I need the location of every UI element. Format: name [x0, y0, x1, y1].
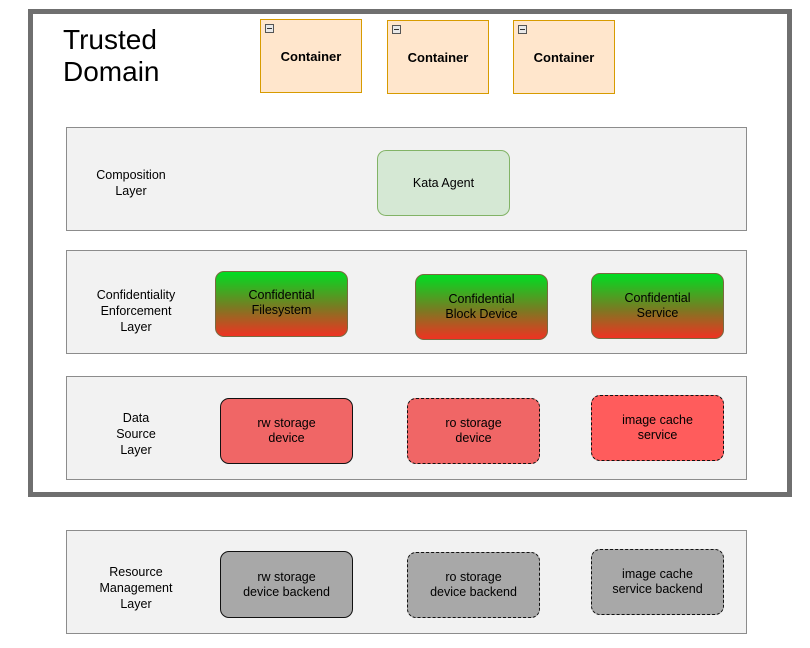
data-source-layer-label: Data Source Layer: [116, 411, 156, 457]
resource-management-layer-label: Resource Management Layer: [99, 565, 173, 611]
collapse-icon[interactable]: [518, 25, 527, 34]
collapse-icon[interactable]: [392, 25, 401, 34]
confidentiality-layer-label: Confidentiality Enforcement Layer: [96, 288, 176, 334]
image-cache-service-node[interactable]: image cache service: [591, 395, 724, 461]
rw-storage-device-backend-node[interactable]: rw storage device backend: [220, 551, 353, 618]
container-box[interactable]: Container: [513, 20, 615, 94]
collapse-icon[interactable]: [265, 24, 274, 33]
container-label: Container: [533, 49, 595, 65]
image-cache-service-backend-node[interactable]: image cache service backend: [591, 549, 724, 615]
composition-layer-label: Composition Layer: [96, 168, 166, 198]
confidential-filesystem-node[interactable]: Confidential Filesystem: [215, 271, 348, 337]
confidential-service-node[interactable]: Confidential Service: [591, 273, 724, 339]
container-label: Container: [280, 48, 342, 64]
rw-storage-device-node[interactable]: rw storage device: [220, 398, 353, 464]
ro-storage-device-node[interactable]: ro storage device: [407, 398, 540, 464]
ro-storage-device-backend-node[interactable]: ro storage device backend: [407, 552, 540, 618]
container-label: Container: [407, 49, 469, 65]
kata-agent-node[interactable]: Kata Agent: [377, 150, 510, 216]
trusted-domain-title: Trusted Domain: [63, 24, 160, 87]
confidential-block-device-node[interactable]: Confidential Block Device: [415, 274, 548, 340]
container-box[interactable]: Container: [260, 19, 362, 93]
container-box[interactable]: Container: [387, 20, 489, 94]
